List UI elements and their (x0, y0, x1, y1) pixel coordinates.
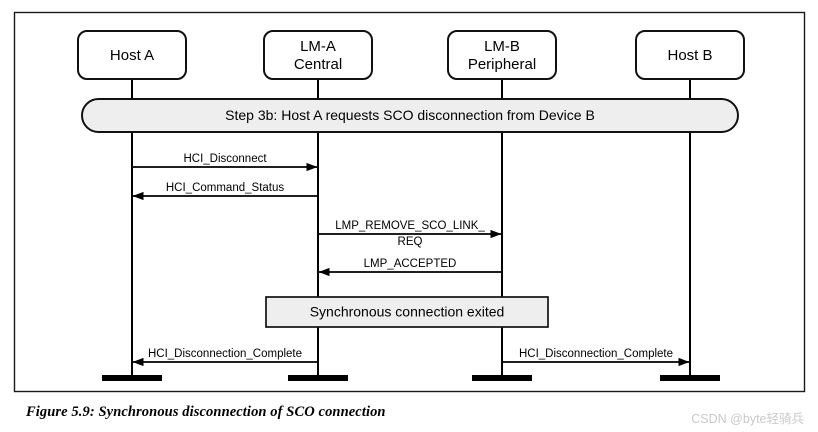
actor-sublabel-lm-a: Central (294, 56, 342, 73)
message-hci-disconnection-complete-left[interactable]: HCI_Disconnection_Complete (132, 348, 318, 367)
actor-label-host-a: Host A (110, 47, 154, 64)
step-banner-label: Step 3b: Host A requests SCO disconnecti… (225, 107, 595, 123)
note-label: Synchronous connection exited (310, 304, 505, 320)
actor-label-lm-b: LM-B (484, 38, 520, 55)
message-hci-command-status[interactable]: HCI_Command_Status (132, 182, 318, 201)
watermark: CSDN @byte轻骑兵 (691, 412, 804, 426)
message-label-hci-command-status: HCI_Command_Status (166, 182, 284, 194)
message-hci-disconnect[interactable]: HCI_Disconnect (132, 153, 318, 172)
actor-sublabel-lm-b: Peripheral (468, 56, 536, 73)
actor-box-lm-b[interactable] (447, 30, 557, 80)
note-box-shape (265, 296, 549, 328)
message-label-lmp-accepted: LMP_ACCEPTED (364, 258, 457, 270)
note-synchronous-connection-exited[interactable]: Synchronous connection exited (265, 296, 549, 328)
message-lmp-remove-sco-link-req[interactable]: LMP_REMOVE_SCO_LINK_ REQ (318, 220, 502, 248)
message-lmp-accepted[interactable]: LMP_ACCEPTED (318, 258, 502, 277)
message-label-hci-disconnection-complete-left: HCI_Disconnection_Complete (148, 348, 302, 360)
step-banner-shape (81, 98, 739, 133)
lifeline-host-b: Host B (635, 30, 745, 381)
actor-box-lm-a[interactable] (263, 30, 373, 80)
actor-box-host-a[interactable] (77, 30, 187, 80)
message-hci-disconnection-complete-right[interactable]: HCI_Disconnection_Complete (502, 348, 690, 367)
message-label-lmp-remove-sco-link-req: LMP_REMOVE_SCO_LINK_ (335, 220, 485, 232)
message-label-hci-disconnect: HCI_Disconnect (183, 153, 267, 165)
actor-box-host-b[interactable] (635, 30, 745, 80)
message-sublabel-lmp-remove-sco-link-req: REQ (398, 236, 423, 248)
step-banner[interactable]: Step 3b: Host A requests SCO disconnecti… (81, 98, 739, 133)
figure-caption: Figure 5.9: Synchronous disconnection of… (26, 404, 386, 420)
actor-label-lm-a: LM-A (300, 38, 336, 55)
message-label-hci-disconnection-complete-right: HCI_Disconnection_Complete (519, 348, 673, 360)
actor-label-host-b: Host B (667, 47, 712, 64)
